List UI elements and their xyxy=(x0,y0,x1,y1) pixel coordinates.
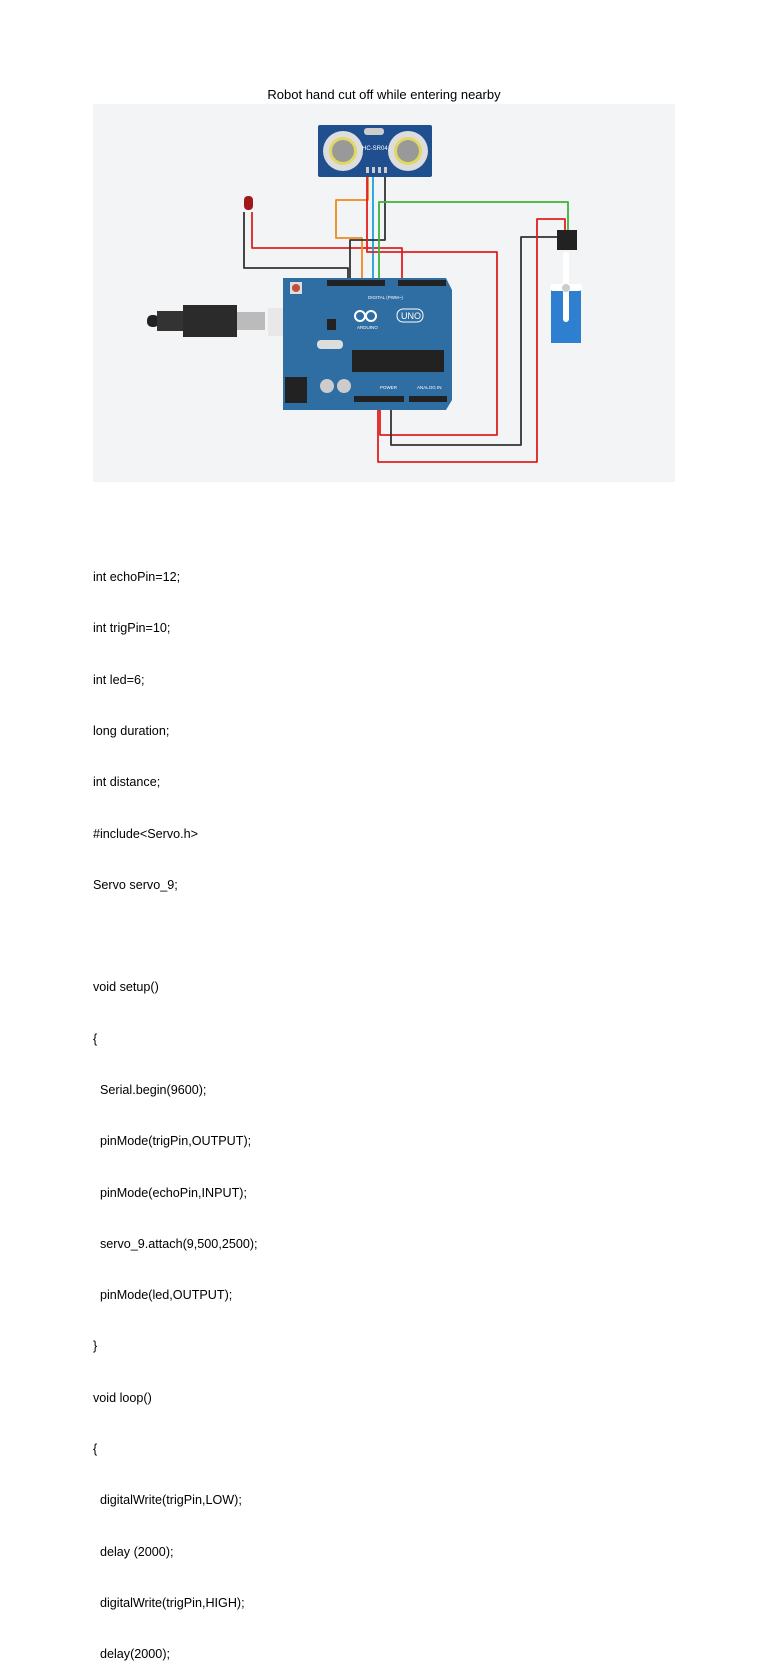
ultrasonic-sensor: HC-SR04 xyxy=(318,125,432,177)
circuit-diagram: HC-SR04 DIGITAL (PWM~) xyxy=(93,104,675,482)
code-line: digitalWrite(trigPin,LOW); xyxy=(93,1493,242,1508)
arduino-board: DIGITAL (PWM~) ARDUINO UNO POWER ANALOG … xyxy=(283,278,452,410)
code-line: { xyxy=(93,1441,98,1456)
document-title: Robot hand cut off while entering nearby xyxy=(267,87,501,102)
code-line: long duration; xyxy=(93,724,170,739)
wire-orange-trig xyxy=(335,177,369,285)
code-line: int led=6; xyxy=(93,672,145,687)
led xyxy=(244,196,253,210)
analog-header-label: ANALOG IN xyxy=(417,385,442,390)
code-line: delay (2000); xyxy=(93,1544,174,1559)
code-line: void setup() xyxy=(93,980,159,995)
code-line: pinMode(led,OUTPUT); xyxy=(93,1288,233,1303)
sensor-label: HC-SR04 xyxy=(362,146,388,152)
wire-led-black xyxy=(243,212,349,285)
servo-motor xyxy=(550,230,582,343)
code-line: int distance; xyxy=(93,775,161,790)
code-line: void loop() xyxy=(93,1390,152,1405)
usb-cable xyxy=(147,305,292,337)
code-line: digitalWrite(trigPin,HIGH); xyxy=(93,1595,245,1610)
code-line: delay(2000); xyxy=(93,1647,171,1662)
wire-led-red xyxy=(251,212,403,285)
code-line: pinMode(trigPin,OUTPUT); xyxy=(93,1134,252,1149)
model-label: UNO xyxy=(401,311,421,321)
code-line: { xyxy=(93,1031,98,1046)
wire-servo-red xyxy=(377,218,566,463)
code-line: } xyxy=(93,1339,98,1354)
code-line: Servo servo_9; xyxy=(93,877,178,892)
code-line: int echoPin=12; xyxy=(93,570,181,585)
code-line: servo_9.attach(9,500,2500); xyxy=(93,1236,258,1251)
code-line: int trigPin=10; xyxy=(93,621,171,636)
code-line xyxy=(93,928,258,945)
digital-header-label: DIGITAL (PWM~) xyxy=(368,295,403,300)
wire-green-signal xyxy=(378,201,569,285)
code-block: int echoPin=12; int trigPin=10; int led=… xyxy=(93,535,258,1680)
power-header-label: POWER xyxy=(380,385,398,390)
wire-servo-black xyxy=(390,236,559,446)
code-line: pinMode(echoPin,INPUT); xyxy=(93,1185,247,1200)
code-line: Serial.begin(9600); xyxy=(93,1083,207,1097)
code-line: #include<Servo.h> xyxy=(93,826,199,841)
brand-label: ARDUINO xyxy=(357,325,378,330)
wire-red-vcc xyxy=(366,177,498,436)
